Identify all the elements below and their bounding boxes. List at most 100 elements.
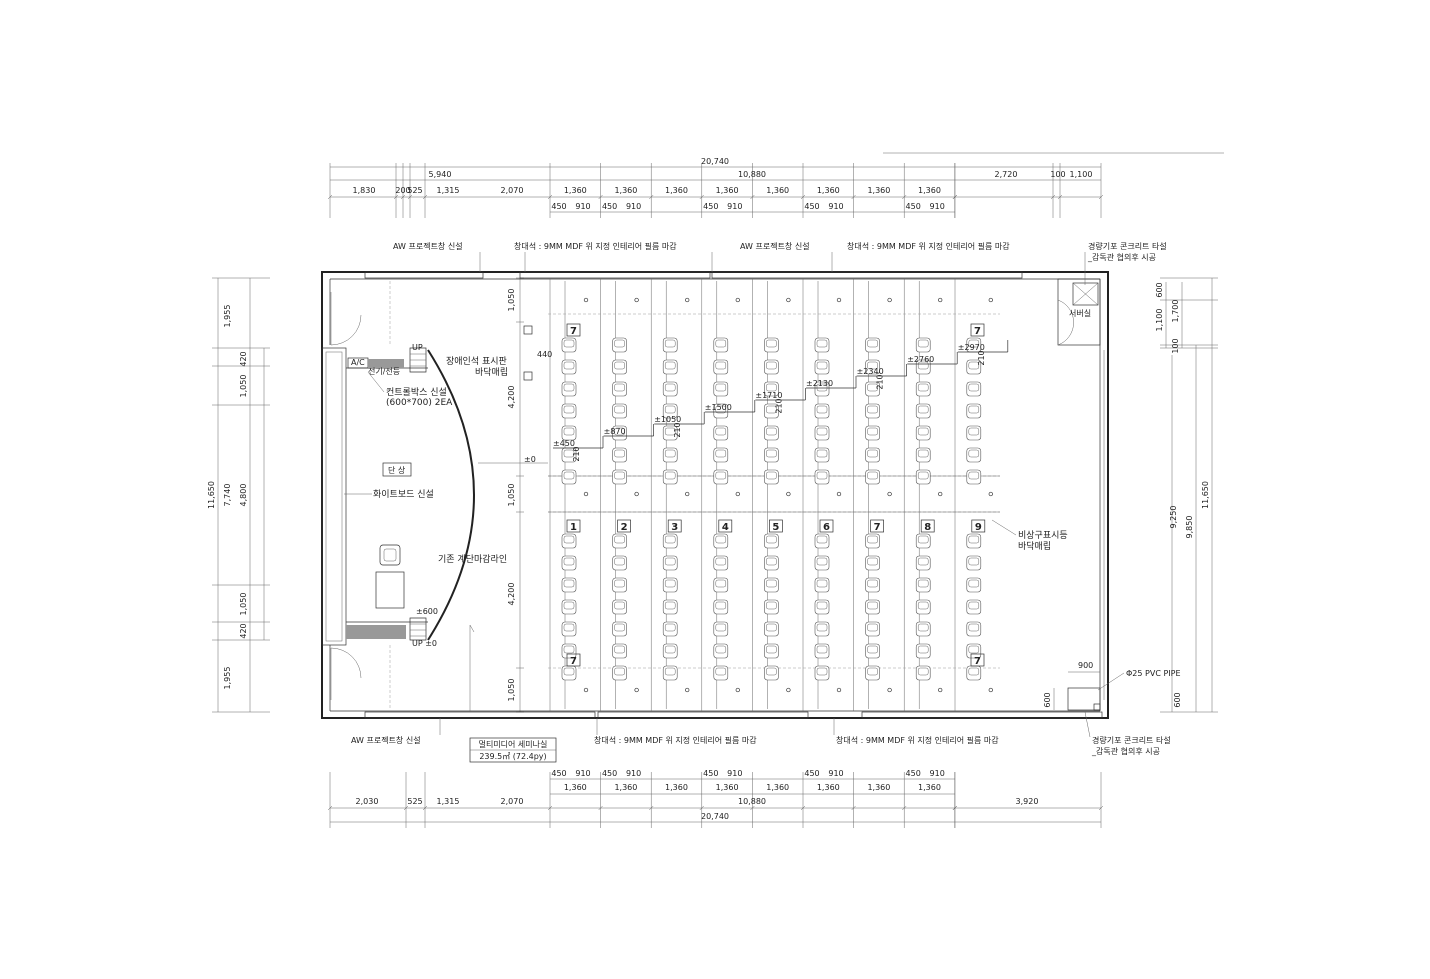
seat xyxy=(865,403,880,419)
seat xyxy=(713,555,729,571)
module-dim: 1,360 xyxy=(867,783,890,792)
level-marker: ±2760 xyxy=(907,355,934,364)
aw-top-mid-label: AW 프로젝트창 신설 xyxy=(740,241,810,251)
room-area: 239.5㎡ (72.4py) xyxy=(479,752,546,761)
module-dim: 1,360 xyxy=(665,186,688,195)
window-seat-top-label-2: 창대석 : 9MM MDF 위 지정 인테리어 필름 마감 xyxy=(847,241,1010,251)
pvc-box xyxy=(1067,687,1101,711)
seat xyxy=(713,599,729,615)
row-number-tag xyxy=(718,519,733,533)
control-box-bottom xyxy=(346,625,406,639)
seat xyxy=(915,469,931,485)
right-inner-dim-f: 600 xyxy=(1173,692,1182,707)
floor-light-icon xyxy=(988,297,993,303)
seat xyxy=(612,425,627,441)
concrete-top-label-1: 경량기포 콘크리트 타설 xyxy=(1088,241,1167,251)
right-inner-dim-e: 9,250 xyxy=(1169,506,1178,529)
floor-light-icon xyxy=(583,491,589,497)
seat xyxy=(865,555,880,571)
seat xyxy=(713,447,729,463)
seat xyxy=(915,621,931,637)
right-inner-dim-b: 1,100 xyxy=(1155,309,1164,332)
module-dim: 1,360 xyxy=(665,783,688,792)
seat xyxy=(713,621,729,637)
left-mid-dim-c: 1,955 xyxy=(223,667,232,690)
level-marker: ±450 xyxy=(553,439,575,448)
server-room xyxy=(1057,278,1101,346)
row-number: 5 xyxy=(772,522,779,533)
module-450: 450 xyxy=(602,202,617,211)
top-dim-f: 1,830 xyxy=(353,186,376,195)
floor-light-icon xyxy=(735,687,740,693)
seat xyxy=(764,337,779,353)
module-910: 910 xyxy=(626,769,641,778)
bottom-dim-a: 2,030 xyxy=(356,797,379,806)
aisle-dim-e: 1,050 xyxy=(507,679,516,702)
module-dim: 1,360 xyxy=(614,783,637,792)
seat xyxy=(764,381,779,397)
bottom-total-dim: 20,740 xyxy=(701,812,729,821)
row-number-tag xyxy=(667,519,682,533)
seat xyxy=(814,403,830,419)
module-dim: 1,360 xyxy=(716,783,739,792)
floor-light-icon xyxy=(735,297,740,303)
seat xyxy=(814,555,830,571)
seat xyxy=(612,403,627,419)
right-dimensions: 11,650 9,850 9,250 600 1,100 1,700 100 6… xyxy=(1155,277,1218,713)
bottom-dim-c: 1,315 xyxy=(437,797,460,806)
seat xyxy=(814,621,830,637)
module-450: 450 xyxy=(804,202,819,211)
seat xyxy=(966,555,982,571)
seat xyxy=(865,599,880,615)
floor-light-icon xyxy=(836,491,842,497)
level-0-label: ±0 xyxy=(524,455,536,464)
level-marker: ±2340 xyxy=(857,367,884,376)
door-bottom-left xyxy=(330,647,362,700)
module-dim: 1,360 xyxy=(918,783,941,792)
window-seat-bottom-left xyxy=(597,711,809,719)
seat xyxy=(662,381,678,397)
stage-label-box xyxy=(382,462,412,477)
module-910: 910 xyxy=(727,202,742,211)
top-dim-j: 2,070 xyxy=(501,186,524,195)
floor-light-icon xyxy=(583,687,589,693)
seat xyxy=(561,337,577,353)
aisle-dim-a: 1,050 xyxy=(507,289,516,312)
stage-steps-top xyxy=(409,347,427,373)
control-box-top xyxy=(368,359,404,368)
level-marker: ±1050 xyxy=(654,415,681,424)
seat xyxy=(612,469,627,485)
bottom-dim-e: 10,880 xyxy=(738,797,766,806)
right-mid-dim: 9,850 xyxy=(1185,516,1194,539)
module-910: 910 xyxy=(727,769,742,778)
seat xyxy=(865,577,880,593)
seat xyxy=(662,643,678,659)
floor-light-icon xyxy=(938,687,943,693)
seat xyxy=(713,665,729,681)
seat xyxy=(612,621,627,637)
row-number-tag xyxy=(970,323,985,337)
top-total-dim: 20,740 xyxy=(701,157,729,166)
floor-light-icon xyxy=(836,297,842,303)
lectern xyxy=(379,544,401,566)
seat xyxy=(966,577,982,593)
module-dim: 1,360 xyxy=(817,783,840,792)
row-number: 4 xyxy=(722,522,729,533)
floor-light-icon xyxy=(634,297,639,303)
module-450: 450 xyxy=(602,769,617,778)
seat xyxy=(966,447,982,463)
whiteboard-label: 화이트보드 신설 xyxy=(373,489,434,500)
seat xyxy=(662,599,678,615)
level-marker: ±1710 xyxy=(755,391,782,400)
right-box-dim-600: 600 xyxy=(1043,692,1052,707)
floor-light-icon xyxy=(988,687,993,693)
seat xyxy=(713,577,729,593)
module-450: 450 xyxy=(703,769,718,778)
seat xyxy=(915,381,931,397)
window-seat-top-label-1: 창대석 : 9MM MDF 위 지정 인테리어 필름 마감 xyxy=(514,241,677,251)
row-number-tag xyxy=(566,653,581,667)
seat xyxy=(561,599,577,615)
row-number: 6 xyxy=(823,522,830,533)
